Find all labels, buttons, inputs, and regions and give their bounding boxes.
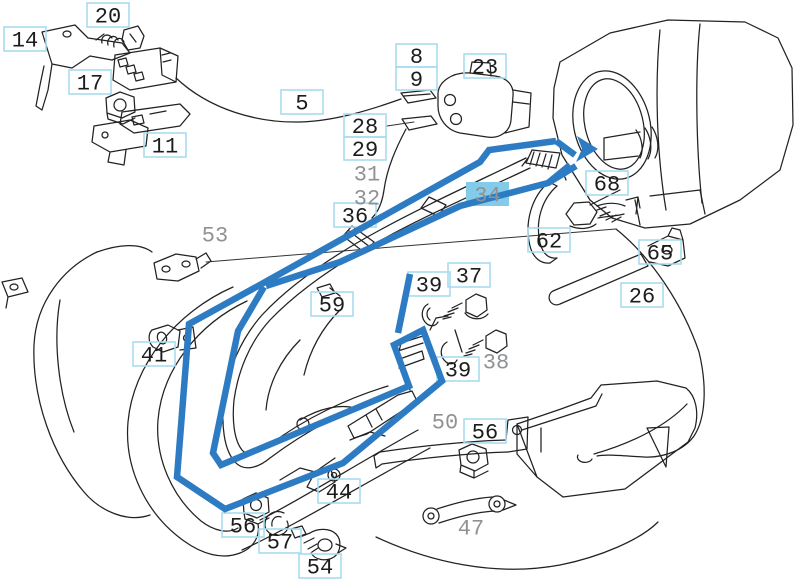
- nut-56-mid: [458, 443, 489, 479]
- transmission-housing: [33, 245, 153, 519]
- part-label-39-23[interactable]: 39: [445, 359, 471, 384]
- part-label-box-20-1[interactable]: [86, 2, 130, 28]
- part-label-38-24[interactable]: 38: [483, 351, 509, 376]
- part-label-32-11[interactable]: 32: [354, 187, 380, 212]
- part-label-54-31[interactable]: 54: [307, 556, 333, 581]
- part-label-29-9[interactable]: 29: [352, 138, 378, 163]
- swoosh-floor: [375, 521, 659, 570]
- clip-left-hole: [9, 283, 19, 291]
- door-frame: [126, 286, 463, 557]
- bracket-14: [35, 24, 131, 111]
- cover-panel: [516, 380, 698, 498]
- part-label-box-36-12[interactable]: [333, 202, 377, 228]
- part-label-5-4[interactable]: 5: [295, 92, 308, 117]
- wire-5: [175, 77, 402, 123]
- part-label-56-29[interactable]: 56: [230, 515, 256, 540]
- leader-28: [386, 121, 415, 127]
- part-label-36-12[interactable]: 36: [342, 205, 368, 230]
- highlight-outline-inner: [264, 163, 578, 290]
- cable-26: [596, 228, 705, 458]
- part-label-20-1[interactable]: 20: [95, 5, 121, 30]
- highlight-arrow-head: [576, 136, 598, 162]
- part-label-11-3[interactable]: 11: [152, 135, 178, 160]
- part-label-box-5-4[interactable]: [280, 89, 324, 115]
- bolt-54: [290, 525, 347, 561]
- part-label-box-54-31[interactable]: [298, 553, 342, 579]
- leader-53: [205, 228, 617, 263]
- part-label-box-23-7[interactable]: [463, 53, 507, 79]
- part-label-37-22[interactable]: 37: [456, 265, 482, 290]
- part-label-44-27[interactable]: 44: [326, 481, 352, 506]
- bracket-50: [373, 416, 529, 469]
- part-label-box-37-22[interactable]: [447, 262, 491, 288]
- bolt-38: [463, 329, 508, 357]
- part-label-14-0[interactable]: 14: [12, 29, 38, 54]
- part-label-box-11-3[interactable]: [143, 132, 187, 158]
- part-label-28-8[interactable]: 28: [352, 115, 378, 140]
- part-label-56-26[interactable]: 56: [472, 421, 498, 446]
- part-label-17-2[interactable]: 17: [77, 72, 103, 97]
- highlight-stem: [394, 273, 414, 334]
- line-art-layer: [1, 19, 794, 570]
- part-label-box-56-29[interactable]: [221, 512, 265, 538]
- part-label-box-41-19[interactable]: [132, 341, 176, 367]
- terminal-8-9: [400, 89, 437, 104]
- clip-39-upper: [421, 303, 439, 327]
- bracket-assembly-11: [91, 103, 191, 166]
- terminal-28: [401, 115, 438, 131]
- part-label-65-16[interactable]: 65: [647, 242, 673, 267]
- part-label-box-57-30[interactable]: [258, 528, 302, 554]
- bracket-53: [153, 252, 212, 282]
- part-label-box-68-14[interactable]: [585, 170, 629, 196]
- nut-17: [105, 91, 136, 125]
- part-label-68-14[interactable]: 68: [594, 173, 620, 198]
- part-label-57-30[interactable]: 57: [267, 531, 293, 556]
- clip-39-lower: [440, 341, 458, 365]
- part-label-23-7[interactable]: 23: [472, 56, 498, 81]
- bracket-47: [422, 495, 517, 525]
- highlight-arrow-shaft: [545, 138, 577, 186]
- part-label-26-17[interactable]: 26: [629, 285, 655, 310]
- part-label-34-13[interactable]: 34: [474, 184, 500, 209]
- part-label-box-14-0[interactable]: [3, 26, 47, 52]
- part-label-39-21[interactable]: 39: [416, 274, 442, 299]
- part-label-31-10[interactable]: 31: [354, 163, 380, 188]
- instrument-cluster: [552, 19, 794, 229]
- screw-68: [565, 196, 641, 230]
- part-label-47-28[interactable]: 47: [458, 517, 484, 542]
- part-label-box-62-15[interactable]: [527, 227, 571, 253]
- highlight-outline-outer: [173, 137, 557, 513]
- bolt-37: [442, 293, 489, 320]
- part-label-8-5[interactable]: 8: [410, 45, 423, 70]
- highlight-part-34: [173, 136, 598, 513]
- part-label-box-65-16[interactable]: [638, 239, 682, 265]
- screw-20: [95, 25, 145, 51]
- part-label-box-26-17[interactable]: [620, 282, 664, 308]
- part-label-box-59-20[interactable]: [310, 291, 354, 317]
- label-boxes-layer: [3, 2, 682, 579]
- part-label-9-6[interactable]: 9: [410, 68, 423, 93]
- part-label-box-44-27[interactable]: [317, 478, 361, 504]
- clip-left-edge: [1, 277, 29, 309]
- wire-28: [371, 128, 407, 219]
- part-label-50-25[interactable]: 50: [432, 411, 458, 436]
- part-label-59-20[interactable]: 59: [319, 294, 345, 319]
- part-label-53-18[interactable]: 53: [202, 224, 228, 249]
- part-label-box-9-6[interactable]: [395, 66, 438, 91]
- connector-block: [112, 47, 179, 91]
- part-label-62-15[interactable]: 62: [536, 230, 562, 255]
- connector-23: [437, 61, 532, 138]
- part-label-41-19[interactable]: 41: [141, 344, 167, 369]
- part-label-box-56-26[interactable]: [463, 418, 507, 444]
- part-label-box-17-2[interactable]: [68, 69, 112, 95]
- part-label-box-29-9[interactable]: [343, 136, 387, 161]
